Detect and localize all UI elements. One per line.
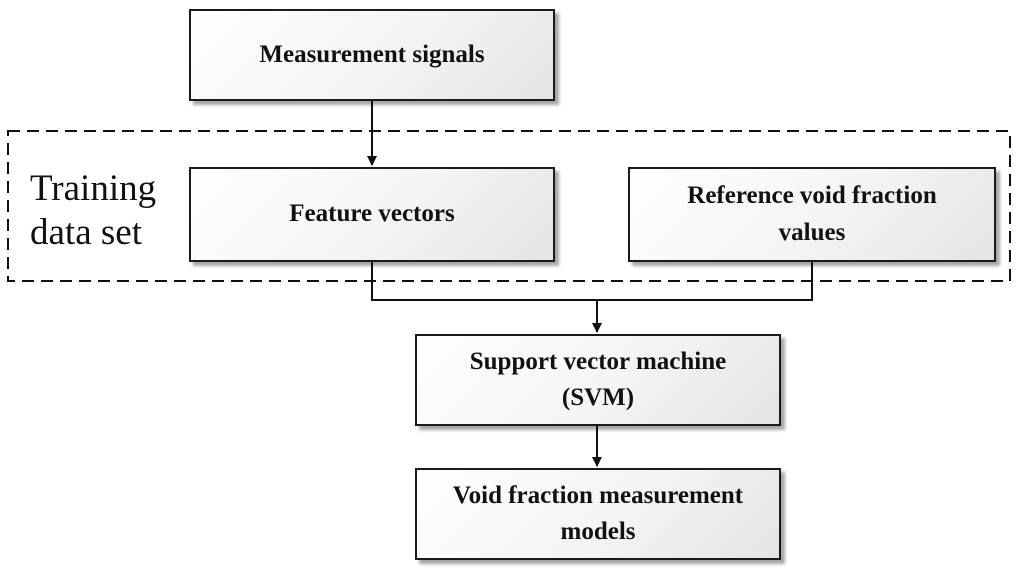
measurement-signals-label: Measurement signals bbox=[259, 40, 485, 68]
training-data-set-label: Training data set bbox=[30, 167, 156, 256]
svm-label-line1: Support vector machine bbox=[469, 347, 727, 375]
feature-vectors-label: Feature vectors bbox=[289, 200, 455, 228]
arrow-features-and-references-to-svm bbox=[371, 261, 813, 301]
void-fraction-models-label-line2: models bbox=[560, 518, 636, 545]
training-data-set-group-border bbox=[7, 130, 1011, 282]
training-data-set-label-line1: Training bbox=[30, 168, 157, 209]
reference-void-fraction-label-line2: values bbox=[778, 218, 846, 246]
measurement-signals-node: Measurement signals bbox=[189, 9, 555, 101]
feature-vectors-node: Feature vectors bbox=[189, 167, 555, 262]
void-fraction-models-label-line1: Void fraction measurement bbox=[452, 481, 744, 509]
training-data-set-label-line2: data set bbox=[30, 212, 142, 254]
svm-node: Support vector machine (SVM) bbox=[415, 334, 781, 426]
reference-void-fraction-node: Reference void fraction values bbox=[628, 167, 996, 262]
reference-void-fraction-label-line1: Reference void fraction bbox=[687, 182, 937, 210]
void-fraction-models-node: Void fraction measurement models bbox=[415, 468, 781, 560]
svm-label-line2: (SVM) bbox=[561, 384, 635, 411]
